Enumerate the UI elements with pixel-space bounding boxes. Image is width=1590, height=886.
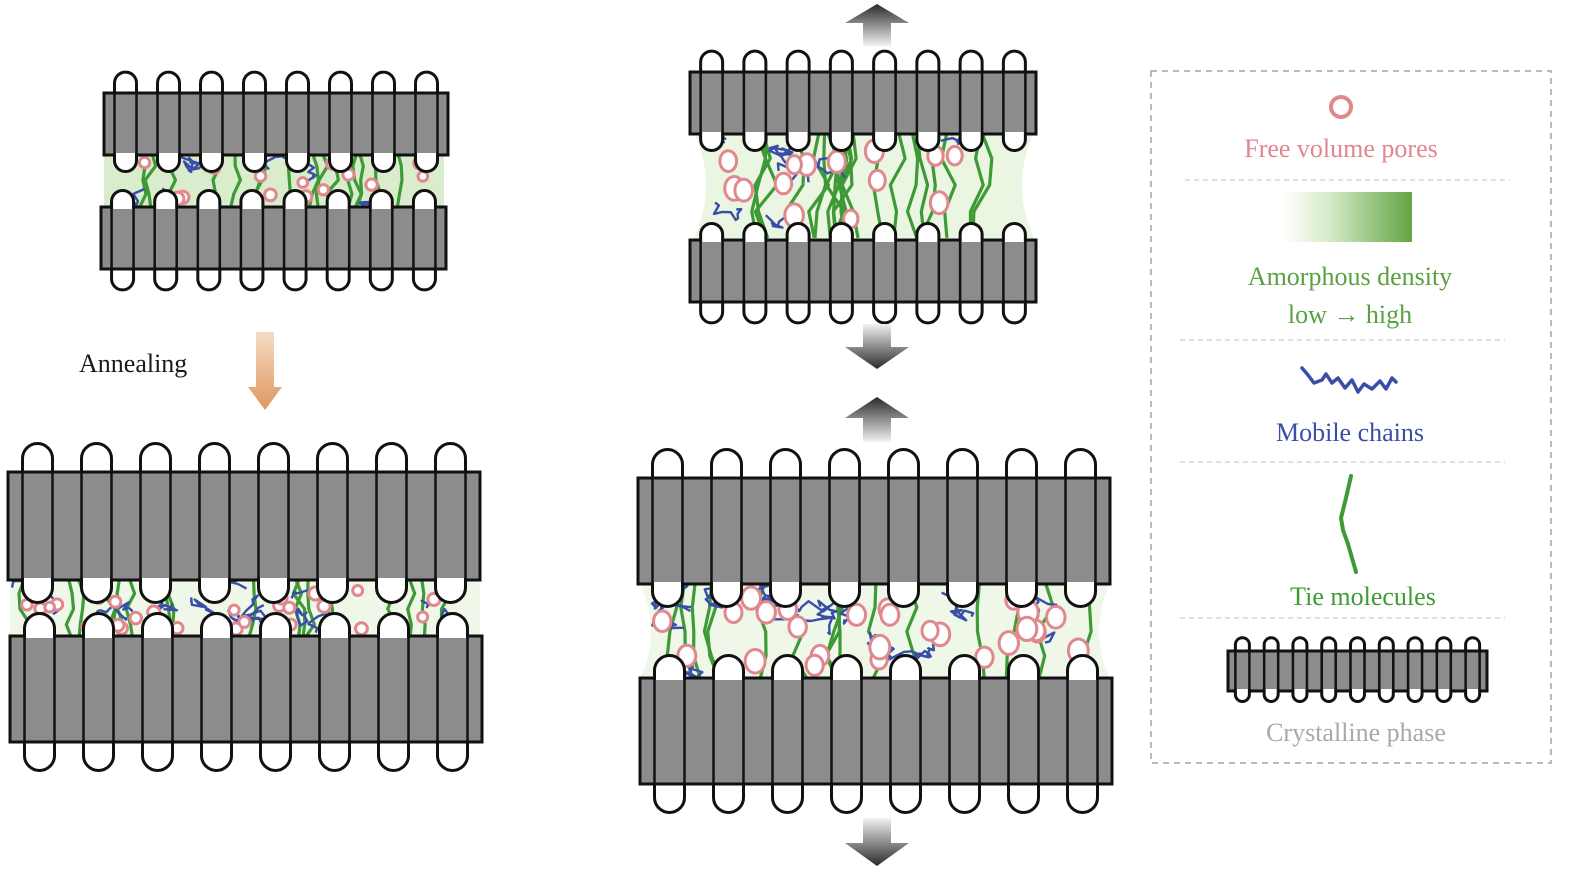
free-volume-pore [945,144,964,167]
mobile-chain [152,602,179,615]
free-volume-pore [296,176,310,189]
free-volume-pore [826,149,847,174]
tie-molecule [143,151,158,209]
tie-molecule [939,131,957,239]
tie-molecule [971,131,994,239]
mobile-chain [295,607,309,627]
free-volume-pore [785,154,803,176]
tie-molecule [750,131,767,239]
crystalline-lamella [638,654,1114,814]
pore-icon [1329,95,1353,119]
free-volume-pore [416,610,430,624]
free-volume-pore [868,633,892,661]
free-volume-pore [1015,615,1039,643]
stretch-arrow-top-lower [845,324,909,369]
free-volume-pore [743,648,767,675]
mobile-chain [949,602,975,622]
legend-frame [1150,70,1552,764]
tie-molecule [813,131,828,239]
free-volume-pore [733,177,754,203]
annealing-label: Annealing [79,349,187,378]
tie-molecule [753,131,772,239]
free-volume-pore [879,602,901,627]
tie-molecule [302,577,316,641]
free-volume-pore [652,609,673,633]
free-volume-pore [740,585,763,611]
legend-pores-label: Free volume pores [1244,134,1438,163]
tie-molecule [395,151,404,209]
free-volume-pore [787,615,808,639]
crystalline-lamella [6,442,482,604]
crystalline-lamella [99,189,448,292]
mobile-chain-icon [1300,366,1398,394]
tie-molecule [888,131,907,239]
free-volume-pore [867,168,887,192]
tie-molecule-icon [1339,474,1358,574]
mobile-chain [681,662,704,679]
stretch-arrow-top-upper [845,4,909,46]
mobile-chain [187,156,212,171]
free-volume-pore [351,584,365,597]
tie-molecule [354,151,365,209]
mobile-chain [240,594,265,618]
density-gradient-swatch [1284,192,1412,242]
free-volume-pore [1045,604,1067,630]
crystalline-lamella [636,448,1112,608]
free-volume-pore [128,610,143,626]
tie-molecule [915,131,930,239]
tie-molecule [406,577,417,641]
legend-tie-label: Tie molecules [1290,582,1436,611]
mobile-chain [111,601,134,621]
mobile-chain [879,643,936,665]
legend-crystal-label: Crystalline phase [1266,718,1446,747]
free-volume-pore [974,645,995,669]
free-volume-pore [282,600,297,615]
stretch-arrow-bottom-lower [845,818,909,866]
free-volume-pore [773,171,794,196]
free-volume-pore [354,621,369,637]
crystalline-lamella [688,49,1038,152]
crystal-phase-icon [1226,636,1489,703]
panel-unannealed-stretched [688,49,1038,325]
mobile-chain [712,201,743,222]
free-volume-pore [755,599,777,625]
panel-annealed [6,442,484,772]
tie-molecule [807,131,831,239]
free-volume-pore [316,183,330,197]
free-volume-pore [227,603,241,617]
free-volume-pore [237,614,252,629]
free-volume-pore [920,619,940,642]
tie-molecule [64,577,76,641]
free-volume-pore [108,594,123,609]
free-volume-pore [263,187,278,203]
tie-molecule [228,151,242,209]
free-volume-pore [364,177,379,192]
crystalline-lamella [1226,636,1489,703]
panel-unannealed [99,70,450,292]
free-volume-pore [137,155,152,170]
free-volume-pore [997,630,1020,656]
tie-molecule [690,582,703,681]
free-volume-pore [804,653,825,677]
crystalline-lamella [102,70,450,173]
tie-molecule [291,577,307,641]
legend-mobile-label: Mobile chains [1276,418,1424,447]
legend: Free volume pores Amorphous density low … [1150,70,1552,764]
free-volume-pore [718,149,739,174]
mobile-chain [773,146,794,172]
annealing-arrow [248,332,282,410]
crystalline-lamella [8,612,484,772]
free-volume-pore [846,602,868,627]
amorphous-region [650,582,1093,681]
stretch-arrow-bottom-upper [845,397,909,442]
tie-molecule [905,131,920,239]
free-volume-pore [43,600,56,614]
legend-density-label: Amorphous density [1248,262,1452,291]
free-volume-pore [928,190,950,216]
tie-molecule [420,577,427,641]
crystalline-lamella [688,222,1038,325]
panel-annealed-stretched [636,448,1114,814]
legend-density-range: low → high [1288,300,1412,329]
